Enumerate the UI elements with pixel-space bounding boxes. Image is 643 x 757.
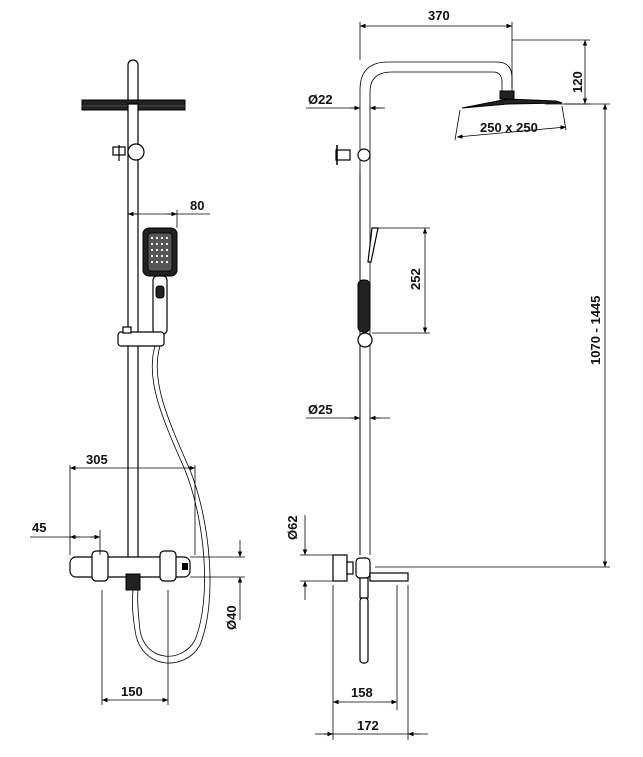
hand-shower-front — [142, 227, 178, 335]
dim-mixer-reach: 305 — [86, 452, 108, 467]
dim-mixer-centres: 150 — [121, 684, 143, 699]
side-view: 370 120 250 x 250 Ø22 252 — [285, 8, 610, 740]
dim-hand-shower-width: 80 — [190, 198, 204, 213]
dim-connector-diameter: Ø62 — [285, 515, 300, 540]
dim-mixer-body-diameter: Ø40 — [224, 605, 239, 630]
diverter-knob-front — [112, 143, 145, 161]
dim-hand-shower-length: 252 — [408, 268, 423, 290]
overhead-shower-head-side — [461, 98, 563, 109]
dim-upper-pipe-diameter: Ø22 — [308, 92, 333, 107]
mixer-side — [332, 554, 409, 664]
dim-arm-length: 370 — [428, 8, 450, 23]
dim-overall-depth: 172 — [357, 718, 379, 733]
dim-left-offset: 45 — [32, 520, 46, 535]
hand-shower-side — [357, 227, 379, 348]
shower-arm-side — [359, 61, 513, 555]
dim-lower-pipe-diameter: Ø25 — [308, 402, 333, 417]
dim-head-drop: 120 — [570, 71, 585, 93]
riser-top-cap — [127, 59, 139, 105]
dim-spout-projection: 158 — [351, 685, 373, 700]
front-dimensions: 80 305 45 150 Ø40 — [30, 198, 245, 705]
hose-front — [132, 345, 211, 664]
head-connector-side — [499, 90, 515, 100]
side-dimensions: 370 120 250 x 250 Ø22 252 — [285, 8, 610, 740]
dim-head-size: 250 x 250 — [480, 120, 538, 135]
slider-bracket-front — [117, 326, 165, 347]
front-view: 80 305 45 150 Ø40 — [30, 59, 245, 705]
dim-height-range: 1070 - 1445 — [588, 296, 603, 365]
diverter-knob-side — [335, 145, 371, 165]
thermostatic-mixer-front — [69, 550, 191, 591]
